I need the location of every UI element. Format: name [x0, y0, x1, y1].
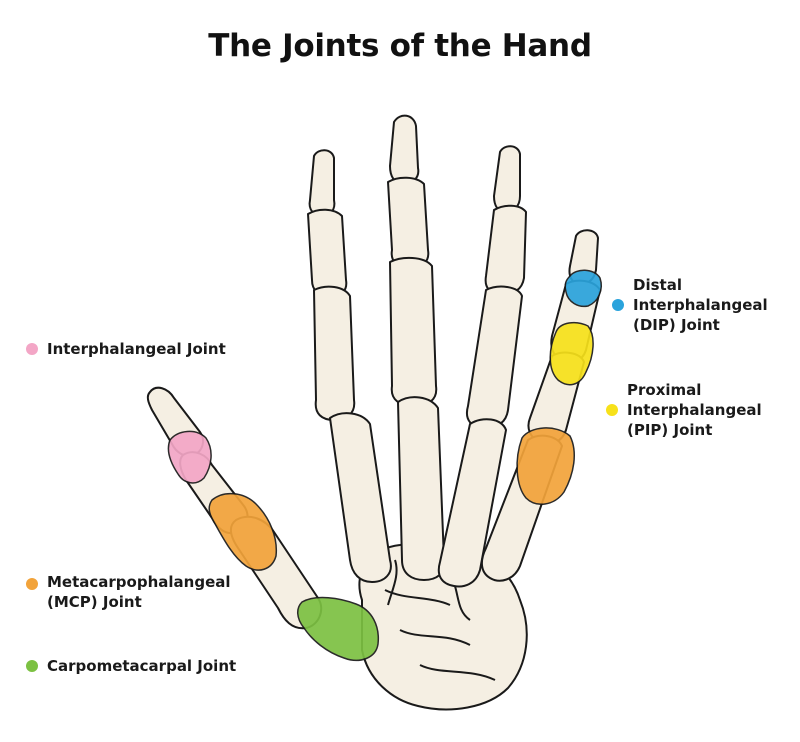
legend-dot-pip: [606, 404, 618, 416]
legend-item-pip: Proximal Interphalangeal (PIP) Joint: [606, 380, 762, 440]
legend-item-dip: Distal Interphalangeal (DIP) Joint: [612, 275, 768, 335]
middle-proximal-phalanx: [389, 256, 438, 407]
middle-metacarpal: [397, 396, 446, 581]
little-mcp-joint: [516, 427, 576, 505]
ring-metacarpal: [437, 418, 507, 588]
index-distal-phalanx: [308, 149, 336, 217]
legend-dot-interphalangeal: [26, 343, 38, 355]
ring-proximal-phalanx: [466, 285, 523, 429]
legend-label-pip: Proximal Interphalangeal (PIP) Joint: [627, 381, 762, 439]
thumb-interphalangeal-joint: [167, 430, 212, 484]
middle-middle-phalanx: [387, 176, 430, 269]
ring-middle-phalanx: [484, 204, 527, 295]
index-metacarpal: [329, 412, 392, 583]
diagram-title: The Joints of the Hand: [208, 28, 592, 64]
ring-distal-phalanx: [493, 145, 521, 213]
little-pip-joint: [549, 321, 594, 386]
middle-distal-phalanx: [389, 114, 420, 185]
thumb-carpometacarpal-joint: [297, 596, 380, 662]
legend-item-carpometacarpal: Carpometacarpal Joint: [26, 656, 236, 676]
index-middle-phalanx: [307, 208, 348, 297]
legend-label-mcp: Metacarpophalangeal (MCP) Joint: [47, 573, 231, 611]
legend-dot-mcp: [26, 578, 38, 590]
legend-label-dip: Distal Interphalangeal (DIP) Joint: [633, 276, 768, 334]
legend-label-carpometacarpal: Carpometacarpal Joint: [47, 657, 237, 675]
index-proximal-phalanx: [313, 285, 356, 421]
thumb-mcp-joint: [208, 492, 278, 571]
carpal-bones: [358, 542, 528, 711]
little-dip-joint: [564, 269, 602, 308]
legend-item-interphalangeal: Interphalangeal Joint: [26, 339, 226, 359]
legend-dot-carpometacarpal: [26, 660, 38, 672]
legend-dot-dip: [612, 299, 624, 311]
legend-item-mcp: Metacarpophalangeal (MCP) Joint: [26, 572, 231, 612]
legend-label-interphalangeal: Interphalangeal Joint: [47, 340, 226, 358]
